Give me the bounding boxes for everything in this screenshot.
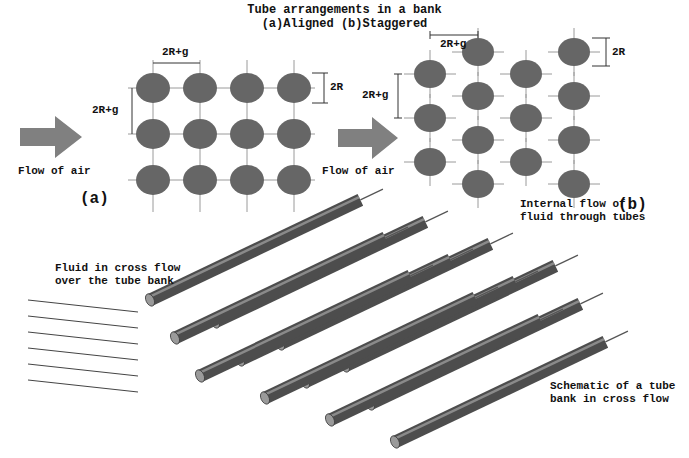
tube-section [183,73,217,103]
tube-section [183,119,217,149]
text-slot: Flow of air [18,165,91,178]
crosshair [404,50,456,186]
tube-section [277,165,311,195]
tube [194,259,436,383]
tube-section [277,119,311,149]
flow-label: Flow of air [18,165,91,178]
callout-text: Fluid in cross flow over the tube bank [55,262,190,288]
tube-section [558,126,590,154]
grid-lines [128,60,315,212]
tube [259,281,501,405]
callout-text: Internal flow of fluid through tubes [520,198,652,224]
flow-line [28,364,138,376]
tube [324,303,566,427]
crosshair [500,50,552,186]
tube-section [230,119,264,149]
tube-sections [414,38,590,198]
tube-section [414,60,446,88]
text-slot: 2R+g [162,46,188,59]
dimension-line [430,35,478,36]
dimension-line [153,63,200,64]
flow-line [28,300,138,312]
crosshair [548,28,600,208]
diagram-title: Tube arrangements in a bank (a)Aligned (… [242,3,447,32]
text-slot: 2R+g [362,89,388,102]
dimension-tick [592,66,610,67]
text-slot: Flow of air [322,165,395,178]
text-slot: Internal flow of fluid through tubes [520,198,652,224]
callout-text: Schematic of a tube bank in cross flow [550,380,680,406]
crosshair [452,28,504,208]
tube-section [558,82,590,110]
flow-label: Flow of air [322,165,395,178]
text-slot: 2R+g [440,38,466,51]
tube-section [414,104,446,132]
flow-line [28,332,138,344]
tube-section [136,119,170,149]
flow-arrow [338,117,398,159]
tube-section [462,170,494,198]
text-slot: 2R [330,81,343,94]
dimension-line [606,38,607,66]
tube-section [510,104,542,132]
tube-section [462,126,494,154]
tube-section [230,73,264,103]
dimension-line [324,73,325,103]
dimension-tick [430,31,431,39]
dimension-tick [592,38,610,39]
text-slot: 2R [612,46,625,59]
dimension-label: 2R [330,81,343,94]
tube-section [558,170,590,198]
flow-line [28,316,138,328]
dimension-line [398,74,399,118]
tube-section [136,165,170,195]
text-slot: (a) [80,190,109,209]
text-slot: 2R+g [92,104,118,117]
tube-section [462,38,494,66]
text-slot: Schematic of a tube bank in cross flow [550,380,680,406]
dimension-tick [394,74,402,75]
tube-section [462,82,494,110]
tube-section [277,73,311,103]
flow-arrow [20,116,82,158]
dimension-line [132,88,133,134]
dimension-tick [478,31,479,39]
tube-section [183,165,217,195]
text-slot: Fluid in cross flow over the tube bank [55,262,190,288]
dimension-label: 2R+g [362,89,388,102]
crosshair-lines [404,28,600,208]
flow-line [28,380,138,392]
tube-section [136,73,170,103]
tube-section [558,38,590,66]
text-slot: Tube arrangements in a bank (a)Aligned (… [242,3,447,32]
dimension-tick [312,73,328,74]
tube-section [510,148,542,176]
dimension-label: 2R [612,46,625,59]
tube-section [230,165,264,195]
dimension-label: 2R+g [440,38,466,51]
tube-section [510,60,542,88]
tube-sections [136,73,311,195]
dimension-label: 2R+g [162,46,188,59]
dimension-tick [312,103,328,104]
cross-flow-lines [28,300,138,392]
dimension-label: 2R+g [92,104,118,117]
panel-label: (a) [80,190,109,209]
tube-section [414,148,446,176]
dimension-tick [394,118,402,119]
flow-line [28,348,138,360]
